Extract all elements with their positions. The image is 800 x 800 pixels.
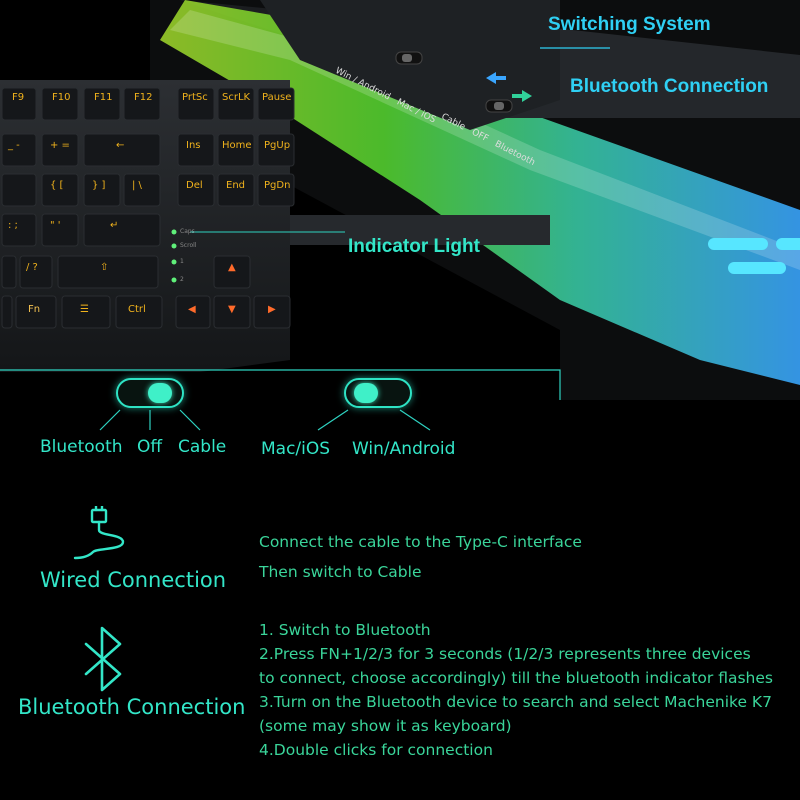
key-down: ▼: [228, 304, 236, 315]
bluetooth-line-2: 2.Press FN+1/2/3 for 3 seconds (1/2/3 re…: [259, 645, 751, 663]
key-prtsc: PrtSc: [182, 92, 208, 103]
callout-switching-system-line: [540, 47, 610, 49]
key-ins: Ins: [186, 140, 201, 151]
key-fn: Fn: [28, 304, 41, 315]
key-legends: F9 F10 F11 F12 PrtSc ScrLK Pause _ - + =…: [0, 0, 300, 340]
wired-connection-title: Wired Connection: [40, 568, 227, 592]
toggle-label-mac-ios: Mac/iOS: [261, 439, 331, 459]
key-backslash: | \: [132, 180, 142, 191]
callout-switching-system: Switching System: [548, 14, 711, 35]
toggle-label-bluetooth: Bluetooth: [40, 437, 123, 457]
toggle-pointer-lines: [99, 409, 431, 431]
toggle-label-off: Off: [137, 437, 163, 457]
bluetooth-line-1: 1. Switch to Bluetooth: [259, 621, 431, 639]
indicator-label-caps: Caps: [180, 228, 195, 235]
key-f11: F11: [94, 92, 113, 103]
key-scrlk: ScrLK: [222, 92, 251, 103]
key-left: ◀: [188, 304, 196, 315]
key-pause: Pause: [262, 92, 292, 103]
wired-instructions: Connect the cable to the Type-C interfac…: [259, 530, 582, 584]
toggle-label-win-android: Win/Android: [352, 439, 456, 459]
key-enter: ↵: [110, 220, 119, 231]
key-backspace: ←: [116, 140, 125, 151]
key-semicolon: : ;: [8, 220, 18, 231]
key-end: End: [226, 180, 246, 191]
bluetooth-icon: [84, 626, 122, 692]
indicator-label-2: 2: [180, 276, 184, 283]
bluetooth-connection-title: Bluetooth Connection: [18, 695, 246, 719]
toggle-label-cable: Cable: [178, 437, 227, 457]
indicator-label-scroll: Scroll: [180, 242, 197, 249]
bluetooth-line-5: (some may show it as keyboard): [259, 717, 512, 735]
key-menu: ☰: [80, 304, 89, 315]
key-f12: F12: [134, 92, 153, 103]
cable-icon: [73, 506, 125, 560]
bluetooth-line-4: 3.Turn on the Bluetooth device to search…: [259, 693, 772, 711]
key-f10: F10: [52, 92, 71, 103]
callout-indicator-light: Indicator Light: [348, 236, 480, 257]
key-quote: " ': [50, 220, 61, 231]
key-del: Del: [186, 180, 203, 191]
mode-toggle: [116, 378, 184, 408]
key-minus: _ -: [8, 140, 20, 151]
key-pgdn: PgDn: [264, 180, 291, 191]
key-home: Home: [222, 140, 252, 151]
key-bracket-right: } ]: [92, 180, 106, 191]
bluetooth-line-6: 4.Double clicks for connection: [259, 741, 493, 759]
callout-bluetooth-connection: Bluetooth Connection: [570, 76, 769, 97]
key-ctrl: Ctrl: [128, 304, 146, 315]
indicator-label-1: 1: [180, 258, 184, 265]
wired-line-1: Connect the cable to the Type-C interfac…: [259, 533, 582, 551]
keyboard-photo: [0, 0, 800, 400]
bluetooth-instructions: 1. Switch to Bluetooth 2.Press FN+1/2/3 …: [259, 618, 773, 762]
key-equal: + =: [50, 140, 70, 151]
key-right: ▶: [268, 304, 276, 315]
mode-toggle-knob: [148, 383, 172, 403]
os-toggle-knob: [354, 383, 378, 403]
key-pgup: PgUp: [264, 140, 291, 151]
key-up: ▲: [228, 262, 236, 273]
key-f9: F9: [12, 92, 25, 103]
key-slash: / ?: [26, 262, 38, 273]
os-toggle: [344, 378, 412, 408]
key-bracket-left: { [: [50, 180, 64, 191]
key-shift: ⇧: [100, 262, 109, 273]
wired-line-2: Then switch to Cable: [259, 563, 422, 581]
bluetooth-line-3: to connect, choose accordingly) till the…: [259, 669, 773, 687]
